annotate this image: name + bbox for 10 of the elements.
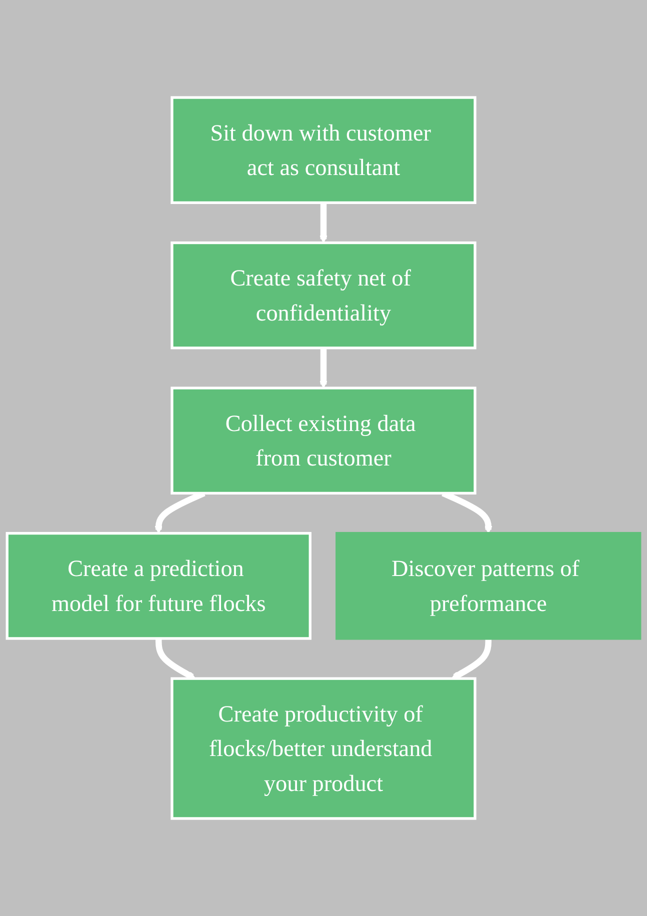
arrow xyxy=(320,348,328,388)
node-box: Create productivity of flocks/better understand your product xyxy=(170,677,476,820)
node-box: Discover patterns of preformance xyxy=(336,532,642,640)
node-box: Create safety net of confidentiality xyxy=(170,241,476,350)
node-box: Sit down with customer act as consultant xyxy=(170,96,476,204)
node-box: Create a prediction model for future flocks xyxy=(6,532,312,640)
arrow xyxy=(156,638,196,680)
arrow xyxy=(451,638,492,680)
arrow xyxy=(320,202,328,244)
node-box: Collect existing data from customer xyxy=(170,386,476,495)
